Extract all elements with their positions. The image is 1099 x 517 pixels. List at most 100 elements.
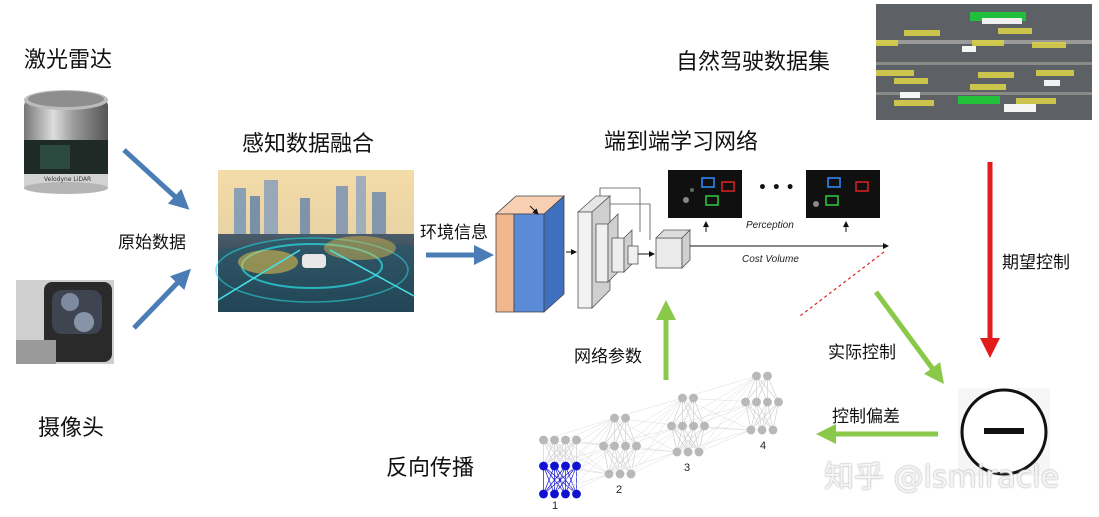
nn-node: [757, 425, 767, 435]
nn-node: [539, 489, 548, 499]
nn-node: [678, 421, 687, 431]
dataset-label: 自然驾驶数据集: [676, 50, 831, 75]
nn-node: [561, 435, 570, 445]
nn-node: [700, 421, 709, 431]
control-deviation-label: 控制偏差: [832, 407, 900, 427]
nn-edge: [671, 425, 678, 453]
nn-edge: [750, 401, 768, 431]
nn-edge: [698, 425, 705, 453]
actual-control-label: 实际控制: [828, 343, 896, 363]
nn-edge: [608, 445, 615, 475]
nn-edge: [608, 397, 683, 475]
nn-edge: [543, 465, 555, 495]
nn-layer-3-label: 3: [684, 462, 691, 474]
nn-edge: [603, 445, 610, 475]
cost-volume-label: Cost Volume: [742, 254, 799, 265]
nn-node: [683, 447, 693, 457]
subtractor-icon: [958, 388, 1050, 476]
e2e-network-label: 端到端学习网络: [604, 130, 759, 155]
nn-edge: [630, 397, 683, 475]
lidar-to-fusion-arrow: [122, 148, 190, 210]
nn-node: [572, 489, 581, 499]
nn-node: [632, 441, 641, 451]
perception-image-1: [668, 170, 742, 218]
nn-edge: [565, 465, 577, 495]
nn-node: [621, 413, 630, 423]
nn-edge: [630, 445, 637, 475]
nn-edge: [698, 429, 752, 453]
camera-to-fusion-arrow: [132, 268, 191, 330]
nn-edge: [565, 445, 615, 495]
neural-network: [539, 371, 783, 499]
actual-control-arrow: [873, 290, 944, 385]
perception-image-2: [806, 170, 880, 218]
camera-image: [16, 280, 114, 364]
conv-stack: [576, 187, 691, 309]
nn-node: [572, 461, 581, 471]
nn-node: [615, 469, 625, 479]
nn-edge: [676, 425, 683, 453]
nn-edge: [630, 425, 683, 475]
nn-node: [539, 435, 548, 445]
nn-node: [561, 461, 570, 471]
env-info-label: 环境信息: [420, 223, 488, 243]
nn-edge: [565, 473, 610, 495]
nn-edge: [543, 439, 566, 467]
nn-edge: [745, 401, 752, 431]
nn-edge: [608, 445, 626, 475]
nn-layer-1-label: 1: [552, 500, 559, 512]
nn-node: [774, 397, 783, 407]
nn-node: [752, 371, 761, 381]
nn-edge: [767, 375, 779, 403]
red-dashed-line: [799, 251, 885, 317]
nn-node: [763, 397, 772, 407]
nn-edge: [565, 439, 577, 467]
nn-edge: [750, 401, 757, 431]
nn-edge: [543, 445, 615, 495]
nn-node: [550, 489, 559, 499]
nn-edge: [698, 375, 757, 453]
nn-edge: [630, 451, 678, 475]
watermark: 知乎 @lsmiracle: [824, 460, 1060, 495]
nn-edge: [543, 465, 566, 495]
nn-edge: [750, 401, 779, 431]
input-feature-cube: [494, 195, 566, 313]
fusion-scene-image: [215, 170, 415, 312]
nn-edge: [614, 417, 678, 453]
lidar-label: 激光雷达: [24, 48, 113, 73]
nn-edge: [603, 417, 626, 447]
backprop-label: 反向传播: [386, 456, 475, 481]
nn-edge: [676, 425, 694, 453]
nn-node: [550, 461, 559, 471]
nn-edge: [671, 397, 683, 427]
nn-edge: [543, 465, 577, 495]
nn-node: [689, 421, 698, 431]
nn-edge: [693, 375, 757, 427]
nn-edge: [603, 397, 683, 447]
nn-edge: [543, 439, 555, 467]
nn-edge: [745, 375, 757, 403]
nn-node: [550, 435, 559, 445]
nn-edge: [625, 397, 683, 447]
nn-node: [539, 461, 548, 471]
nn-node: [667, 421, 676, 431]
nn-node: [752, 397, 761, 407]
nn-edge: [671, 401, 757, 427]
nn-node: [741, 397, 750, 407]
nn-edge: [565, 417, 615, 441]
nn-layer-2-label: 2: [616, 484, 623, 496]
nn-edge: [745, 375, 768, 403]
nn-node: [768, 425, 778, 435]
nn-node: [746, 425, 756, 435]
nn-node: [599, 441, 608, 451]
camera-label: 摄像头: [38, 416, 105, 441]
nn-node: [689, 393, 698, 403]
nn-layer-4-label: 4: [760, 440, 767, 452]
nn-node: [610, 441, 619, 451]
nn-edge: [682, 397, 694, 427]
nn-edge: [565, 417, 615, 495]
nn-node: [604, 469, 614, 479]
nn-edge: [676, 401, 757, 453]
nn-edge: [671, 397, 694, 427]
